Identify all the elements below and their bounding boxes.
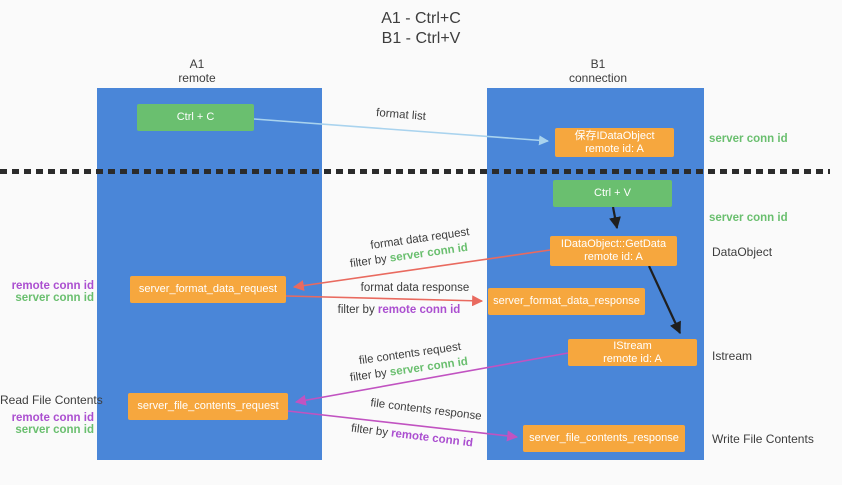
dotted-separator-line [0,169,830,174]
node-ctrl-c-label: Ctrl + C [176,111,215,123]
title-line-2: B1 - Ctrl+V [381,30,461,47]
left-label-format-server-conn-id: server conn id [15,292,94,304]
node-server-file-contents-request: server_file_contents_request [128,393,288,420]
node-idataobject-getdata: IDataObject::GetData remote id: A [550,236,677,266]
node-istream-line2: remote id: A [603,352,662,365]
node-server-file-contents-request-label: server_file_contents_request [137,400,279,412]
node-server-format-data-request-label: server_format_data_request [138,283,278,295]
node-save-idataobject: 保存IDataObject remote id: A [555,128,674,157]
filter-by-text: filter by [350,422,392,440]
file-contents-response-filter-label: filter by remote conn id [337,421,487,451]
node-save-idataobject-line2: remote id: A [585,142,644,155]
node-idataobject-getdata-line1: IDataObject::GetData [560,238,667,250]
file-contents-response-arrow-label: file contents response [369,397,483,423]
lifeline-b1-header: B1 connection [498,57,698,85]
format-list-arrow-label: format list [375,107,427,123]
node-istream: IStream remote id: A [568,339,697,366]
node-server-format-data-response: server_format_data_response [488,288,645,315]
node-server-format-data-request: server_format_data_request [130,276,286,303]
node-save-idataobject-line1: 保存IDataObject [574,129,655,142]
filter-by-text: filter by [349,252,391,271]
node-server-file-contents-response-label: server_file_contents_response [529,432,679,444]
lifeline-b1-name: B1 [590,57,606,71]
node-server-file-contents-response: server_file_contents_response [523,425,685,452]
node-server-format-data-response-label: server_format_data_response [493,295,640,307]
right-label-istream: Istream [712,349,753,363]
left-label-file-remote-conn-id: remote conn id [11,412,94,424]
node-ctrl-v: Ctrl + V [553,180,672,207]
left-label-read-file-contents: Read File Contents [0,393,103,407]
left-label-file-server-conn-id: server conn id [15,424,94,436]
right-label-server-conn-id-mid: server conn id [709,212,788,224]
left-label-format-remote-conn-id: remote conn id [11,280,94,292]
node-ctrl-v-label: Ctrl + V [594,187,631,199]
remote-conn-id-text: remote conn id [377,304,461,316]
lifeline-a1-name: A1 [189,57,205,71]
filter-by-text: filter by [349,366,391,385]
title-line-1: A1 - Ctrl+C [381,10,461,27]
right-label-dataobject: DataObject [712,245,773,259]
diagram-title: A1 - Ctrl+C B1 - Ctrl+V [0,9,842,49]
node-istream-line1: IStream [613,339,652,352]
node-idataobject-getdata-line2: remote id: A [584,251,643,263]
right-label-server-conn-id-top: server conn id [709,133,788,145]
node-ctrl-c: Ctrl + C [137,104,254,131]
right-label-write-file-contents: Write File Contents [712,432,814,446]
lifeline-a1-role: remote [178,71,216,85]
lifeline-a1-header: A1 remote [97,57,297,85]
format-data-response-arrow-label: format data response [360,282,470,294]
filter-by-text: filter by [337,304,378,316]
lifeline-b1-role: connection [568,71,628,85]
remote-conn-id-text: remote conn id [390,427,474,450]
format-data-response-filter-label: filter by remote conn id [324,304,474,316]
